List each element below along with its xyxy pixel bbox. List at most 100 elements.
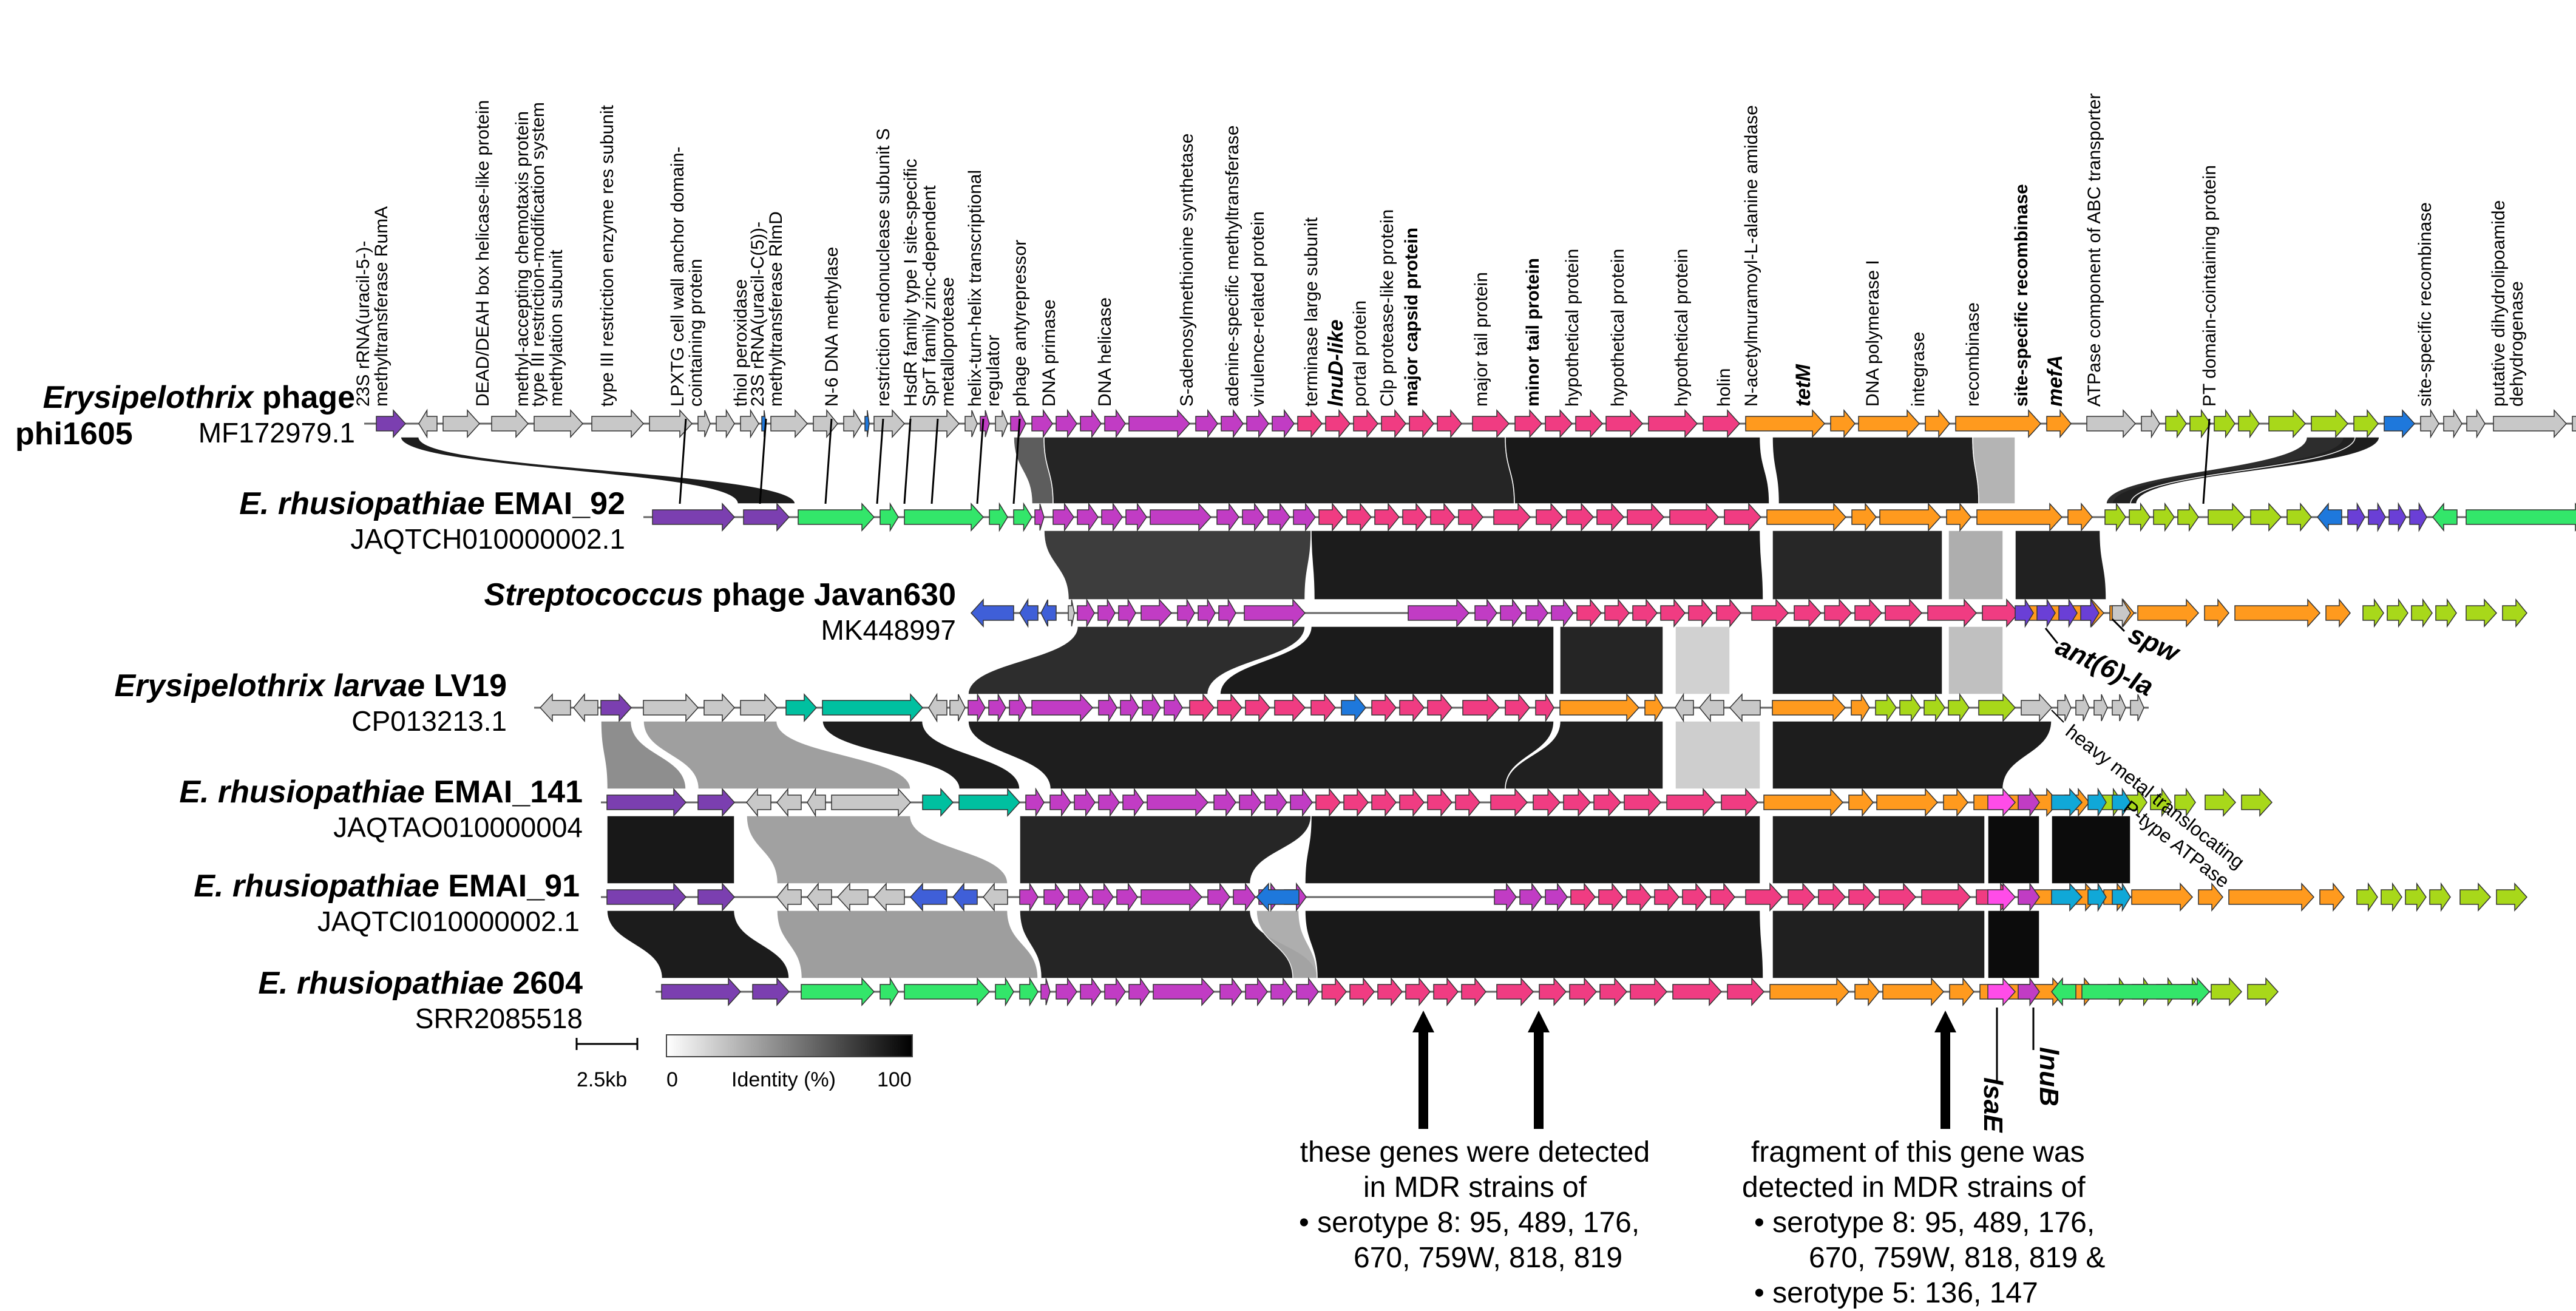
gene-arrow-t4-18: [1315, 787, 1341, 818]
gene-arrow-t4-15: [1239, 787, 1262, 818]
gene-arrow-t2-3: [1068, 599, 1075, 627]
gene-arrow-t5-45: [2429, 882, 2451, 912]
gene-arrow-t5-29: [1745, 882, 1783, 912]
gene-arrow-t6-0: [661, 977, 742, 1006]
gene-arrow-t3-34: [1729, 693, 1761, 722]
gene-arrow-t5-52: [2112, 882, 2131, 912]
gene-arrow-t0-0: [376, 409, 407, 438]
gene-arrow-t0-44: [1830, 408, 1856, 439]
track-label-emai92: E. rhusiopathiae EMAI_92 JAQTCH010000002…: [239, 486, 625, 555]
gene-arrow-t6-2: [801, 977, 875, 1006]
gene-arrow-t0-51: [2165, 408, 2187, 439]
gene-arrow-t1-38: [2153, 502, 2175, 532]
gene-arrow-t3-39: [1924, 693, 1945, 723]
gene-arrow-t4-10: [1074, 787, 1096, 818]
gene-arrow-t5-2: [776, 882, 802, 912]
gene-arrow-t1-5: [989, 502, 1008, 532]
gene-label: lnuD-like: [1324, 319, 1347, 407]
gene-arrow-t6-43: [2018, 977, 2040, 1007]
gene-arrow-t1-30: [1766, 503, 1847, 532]
similarity-ribbon: [606, 910, 790, 979]
gene-arrow-t3-24: [1371, 693, 1397, 723]
gene-arrow-t6-15: [1270, 977, 1293, 1007]
gene-arrow-t4-23: [1455, 787, 1480, 818]
gene-arrow-t5-9: [1019, 882, 1039, 912]
gene-arrow-t2-9: [1198, 598, 1216, 628]
gene-arrow-t1-31: [1851, 502, 1877, 532]
gene-arrow-t3-29: [1535, 693, 1554, 723]
gene-arrow-t1-1: [743, 503, 790, 532]
gene-arrow-t1-24: [1536, 503, 1564, 532]
gene-arrow-t2-34: [2234, 598, 2321, 628]
gene-arrow-t5-19: [1255, 882, 1300, 912]
similarity-ribbon: [1972, 436, 2016, 504]
gene-arrow-t5-44: [2405, 882, 2427, 912]
gene-arrow-t0-31: [1325, 408, 1351, 439]
gene-label: type III restriction-modification system…: [528, 102, 566, 407]
gene-label: site-specific recombinase: [2415, 202, 2435, 407]
gene-arrow-t0-40: [1605, 409, 1644, 438]
gene-arrow-t5-21: [1519, 882, 1542, 912]
gene-arrow-t2-18: [1604, 598, 1630, 628]
similarity-ribbon: [1043, 530, 1312, 600]
gene-arrow-t4-34: [1943, 787, 1968, 818]
gene-arrow-t6-9: [1080, 977, 1102, 1007]
gene-arrow-t0-41: [1648, 409, 1698, 438]
gene-arrow-t1-22: [1458, 502, 1483, 532]
similarity-ribbon: [1772, 720, 2052, 790]
gene-arrow-t0-53: [2214, 408, 2235, 439]
gene-arrow-t4-46: [2087, 787, 2107, 818]
gene-arrow-t0-1: [418, 408, 438, 439]
gene-arrow-t2-33: [2204, 598, 2229, 628]
gene-arrow-t0-11: [770, 409, 808, 438]
identity-min-label: 0: [666, 1068, 678, 1091]
gene-arrow-t2-25: [1824, 598, 1852, 628]
similarity-ribbon: [1256, 910, 1318, 979]
gene-arrow-t5-11: [1068, 882, 1090, 912]
gene-arrow-t4-0: [606, 788, 687, 817]
gene-arrow-t5-39: [2198, 882, 2223, 912]
gene-arrow-t2-36: [2362, 598, 2384, 628]
similarity-ribbon: [400, 436, 796, 504]
similarity-ribbon: [968, 720, 1554, 790]
similarity-ribbon: [1987, 910, 2040, 979]
similarity-ribbon: [1505, 720, 1664, 790]
gene-arrow-t5-4: [836, 882, 869, 912]
identity-max-label: 100: [877, 1068, 912, 1091]
leader-line: [2202, 418, 2211, 504]
gene-arrow-t0-15: [873, 409, 906, 438]
similarity-ribbon: [1772, 815, 1985, 884]
gene-arrow-t2-21: [1688, 598, 1713, 628]
gene-arrow-t1-14: [1242, 502, 1265, 532]
gene-arrow-t4-5: [831, 788, 912, 817]
gene-arrow-t5-40: [2228, 882, 2315, 912]
gene-arrow-t1-36: [2104, 502, 2126, 532]
gene-arrow-t5-12: [1092, 882, 1114, 912]
leader-line: [876, 418, 884, 504]
gene-arrow-t1-10: [1101, 502, 1123, 532]
gene-arrow-t4-44: [2018, 787, 2040, 818]
gene-arrow-t0-13: [843, 408, 863, 439]
gene-arrow-t2-39: [2435, 598, 2457, 628]
similarity-ribbon: [1310, 530, 1764, 600]
gene-arrow-t2-6: [1118, 598, 1136, 628]
similarity-ribbon: [1772, 530, 1943, 600]
gene-arrow-t0-38: [1545, 409, 1573, 438]
track-label-javan630: Streptococcus phage Javan630 MK448997: [484, 577, 956, 646]
gene-arrow-t3-35: [1772, 693, 1846, 722]
gene-label: holin: [1714, 368, 1734, 407]
gene-arrow-t4-20: [1371, 787, 1397, 818]
gene-arrow-t5-30: [1788, 882, 1816, 912]
gene-arrow-t3-38: [1899, 693, 1921, 723]
gene-arrow-t1-32: [1879, 503, 1942, 532]
gene-label: HsdR family type I site-specific: [901, 158, 921, 407]
gene-arrow-t0-2: [442, 409, 481, 438]
scale-bar-label: 2.5kb: [577, 1068, 628, 1091]
gene-label: SprT family zinc-dependent metalloprotea…: [920, 185, 958, 407]
spw-pointer: [2111, 618, 2126, 632]
gene-arrow-t2-0: [970, 598, 1014, 628]
gene-arrow-t5-15: [1207, 882, 1230, 912]
gene-arrow-t5-33: [1879, 882, 1917, 912]
gene-label: 23S rRNA(uracil-5-)- methyltransferase R…: [353, 206, 391, 407]
gene-arrow-t0-23: [1080, 408, 1102, 439]
